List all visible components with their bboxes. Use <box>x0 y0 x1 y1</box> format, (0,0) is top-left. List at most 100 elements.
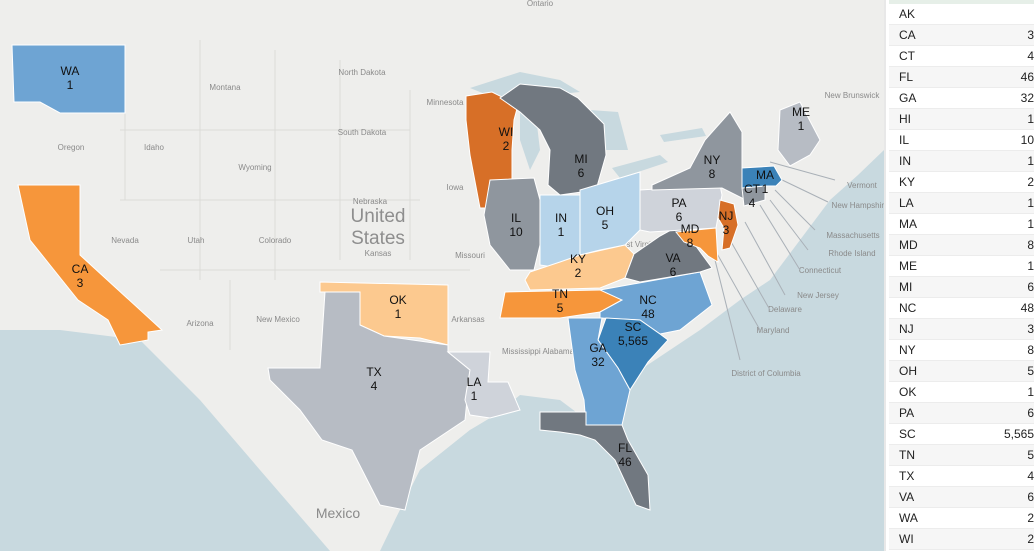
state-code-cell: TX <box>899 469 915 483</box>
state-code-cell: LA <box>899 196 914 210</box>
us-choropleth-map[interactable]: Ontario United States Mexico Montana Nor… <box>0 0 884 551</box>
state-label-LA-code: LA <box>467 375 482 389</box>
state-code-cell: VA <box>899 490 915 504</box>
state-label-MD-code: MD <box>681 222 700 236</box>
geo-label: New Hampshire <box>832 201 884 210</box>
table-row[interactable]: AK <box>889 4 1034 25</box>
geo-label: New Mexico <box>256 315 300 324</box>
state-code-cell: ME <box>899 259 917 273</box>
table-row[interactable]: MI 6 <box>889 277 1034 298</box>
state-value-cell: 1 <box>1027 217 1034 231</box>
state-label-MI-value: 6 <box>578 166 585 180</box>
geo-label: Maryland <box>757 326 790 335</box>
us-label-line1: United <box>351 206 406 227</box>
state-code-cell: NY <box>899 343 916 357</box>
pacific-coast <box>0 330 330 551</box>
state-value-cell: 1 <box>1027 259 1034 273</box>
geo-label: North Dakota <box>338 68 386 77</box>
table-row[interactable]: GA 32 <box>889 88 1034 109</box>
state-label-OK-value: 1 <box>395 307 402 321</box>
state-label-ME-code: ME <box>792 105 810 119</box>
geo-label: Mississippi Alabama <box>502 347 575 356</box>
geo-label: Massachusetts <box>826 231 879 240</box>
state-label-KY-code: KY <box>570 252 586 266</box>
state-borders <box>120 40 470 350</box>
state-label-VA-code: VA <box>665 251 680 265</box>
state-MD[interactable] <box>675 227 719 263</box>
state-shapes[interactable] <box>11 44 821 511</box>
us-label-line2: States <box>351 228 405 249</box>
state-label-OH-value: 5 <box>602 218 609 232</box>
state-label-MA-code: MA <box>756 168 774 182</box>
geo-label: Nebraska <box>353 197 388 206</box>
table-row[interactable]: OH 5 <box>889 361 1034 382</box>
lake-erie <box>612 155 668 178</box>
geo-label: Oregon <box>58 143 85 152</box>
state-label-CA-value: 3 <box>77 276 84 290</box>
geo-label: Connecticut <box>799 266 842 275</box>
state-code-cell: OH <box>899 364 917 378</box>
state-CA[interactable] <box>17 184 164 346</box>
state-ME[interactable] <box>777 101 821 167</box>
state-TX[interactable] <box>267 291 471 511</box>
state-NJ[interactable] <box>717 199 739 251</box>
state-FL[interactable] <box>539 411 651 511</box>
state-WA[interactable] <box>11 44 126 114</box>
state-value-cell: 46 <box>1020 70 1034 84</box>
state-IL[interactable] <box>483 177 541 271</box>
state-label-MA-value: 1 <box>762 182 769 196</box>
state-value-cell: 1 <box>1027 154 1034 168</box>
state-value-cell: 10 <box>1020 133 1034 147</box>
state-label-FL-code: FL <box>618 441 632 455</box>
state-label-WA-code: WA <box>61 64 80 78</box>
geo-label: Missouri <box>455 251 485 260</box>
table-header-strip <box>889 0 1034 4</box>
state-label-WI-code: WI <box>499 125 514 139</box>
state-value-cell: 6 <box>1027 490 1034 504</box>
table-row[interactable]: ME 1 <box>889 256 1034 277</box>
state-label-GA-code: GA <box>589 341 606 355</box>
state-label-TN-code: TN <box>552 287 568 301</box>
state-label-IL-code: IL <box>511 211 521 225</box>
state-code-cell: GA <box>899 91 917 105</box>
table-row[interactable]: VA 6 <box>889 487 1034 508</box>
state-value-cell: 5 <box>1027 364 1034 378</box>
state-code-cell: KY <box>899 175 916 189</box>
state-code-cell: WI <box>899 532 914 546</box>
state-label-NJ-value: 3 <box>723 223 730 237</box>
state-value-cell: 32 <box>1020 91 1034 105</box>
state-value-cell: 1 <box>1027 385 1034 399</box>
state-value-cell: 6 <box>1027 280 1034 294</box>
state-GA[interactable] <box>567 317 631 426</box>
state-value-cell: 2 <box>1027 511 1034 525</box>
state-code-cell: HI <box>899 112 911 126</box>
state-label-NC-code: NC <box>639 293 657 307</box>
state-label-CA-code: CA <box>72 262 89 276</box>
state-LA[interactable] <box>446 351 521 419</box>
state-code-cell: MI <box>899 280 913 294</box>
state-code-cell: CT <box>899 49 915 63</box>
geo-label: Arizona <box>186 319 214 328</box>
lake-ontario <box>660 128 706 142</box>
state-MA[interactable] <box>741 165 783 189</box>
